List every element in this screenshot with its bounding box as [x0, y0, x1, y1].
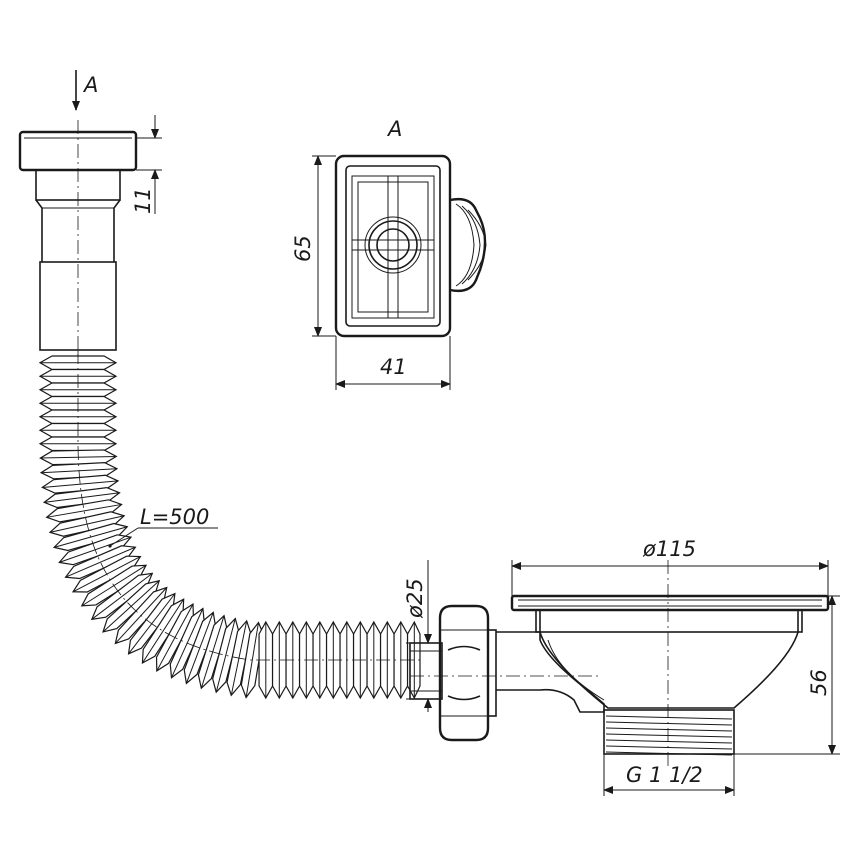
view-arrow-a: A — [72, 70, 98, 111]
outlet-height-label: 11 — [131, 187, 155, 214]
pipe-diameter-label: ø25 — [403, 578, 427, 619]
dim-thread: G 1 1/2 — [603, 754, 735, 796]
dim-hose-length: L=500 — [108, 505, 218, 548]
view-a-detail — [334, 154, 487, 338]
thread-line — [605, 727, 733, 732]
dim-pipe-diameter: ø25 — [403, 560, 440, 712]
view-title: A — [386, 117, 402, 141]
thread-line — [605, 715, 733, 720]
hose-ridge — [142, 598, 185, 664]
thread-line — [605, 721, 733, 726]
thread-line — [605, 751, 733, 756]
hose-ridge — [215, 618, 236, 693]
threaded-outlet — [603, 709, 735, 756]
dim-strainer-height: 56 — [734, 595, 840, 755]
strainer-body — [410, 560, 830, 770]
thread-line — [605, 733, 733, 738]
hose-ridge — [42, 480, 119, 488]
thread-label: G 1 1/2 — [626, 763, 703, 787]
dim-view-height: 65 — [291, 155, 336, 337]
hose-ridge — [53, 526, 128, 548]
hose-ridge — [245, 622, 259, 698]
view-marker-label: A — [82, 73, 98, 97]
dim-outlet-height: 11 — [131, 115, 162, 214]
view-height-label: 65 — [291, 235, 315, 262]
hose-ridge — [65, 546, 136, 578]
corrugated-hose — [38, 355, 421, 700]
hose-ridge — [185, 612, 214, 684]
view-width-label: 41 — [380, 355, 407, 379]
strainer-height-label: 56 — [807, 669, 831, 696]
thread-line — [605, 745, 733, 750]
hose-length-label: L=500 — [140, 505, 209, 529]
coupling-nut — [409, 604, 497, 742]
strainer-diameter-label: ø115 — [642, 537, 696, 561]
dim-strainer-diameter: ø115 — [511, 537, 829, 596]
outlet-fitting — [18, 120, 138, 360]
hose-ridge — [91, 572, 153, 620]
thread-line — [605, 739, 733, 744]
dim-view-width: 41 — [335, 336, 451, 390]
hose-ridge — [46, 503, 122, 518]
